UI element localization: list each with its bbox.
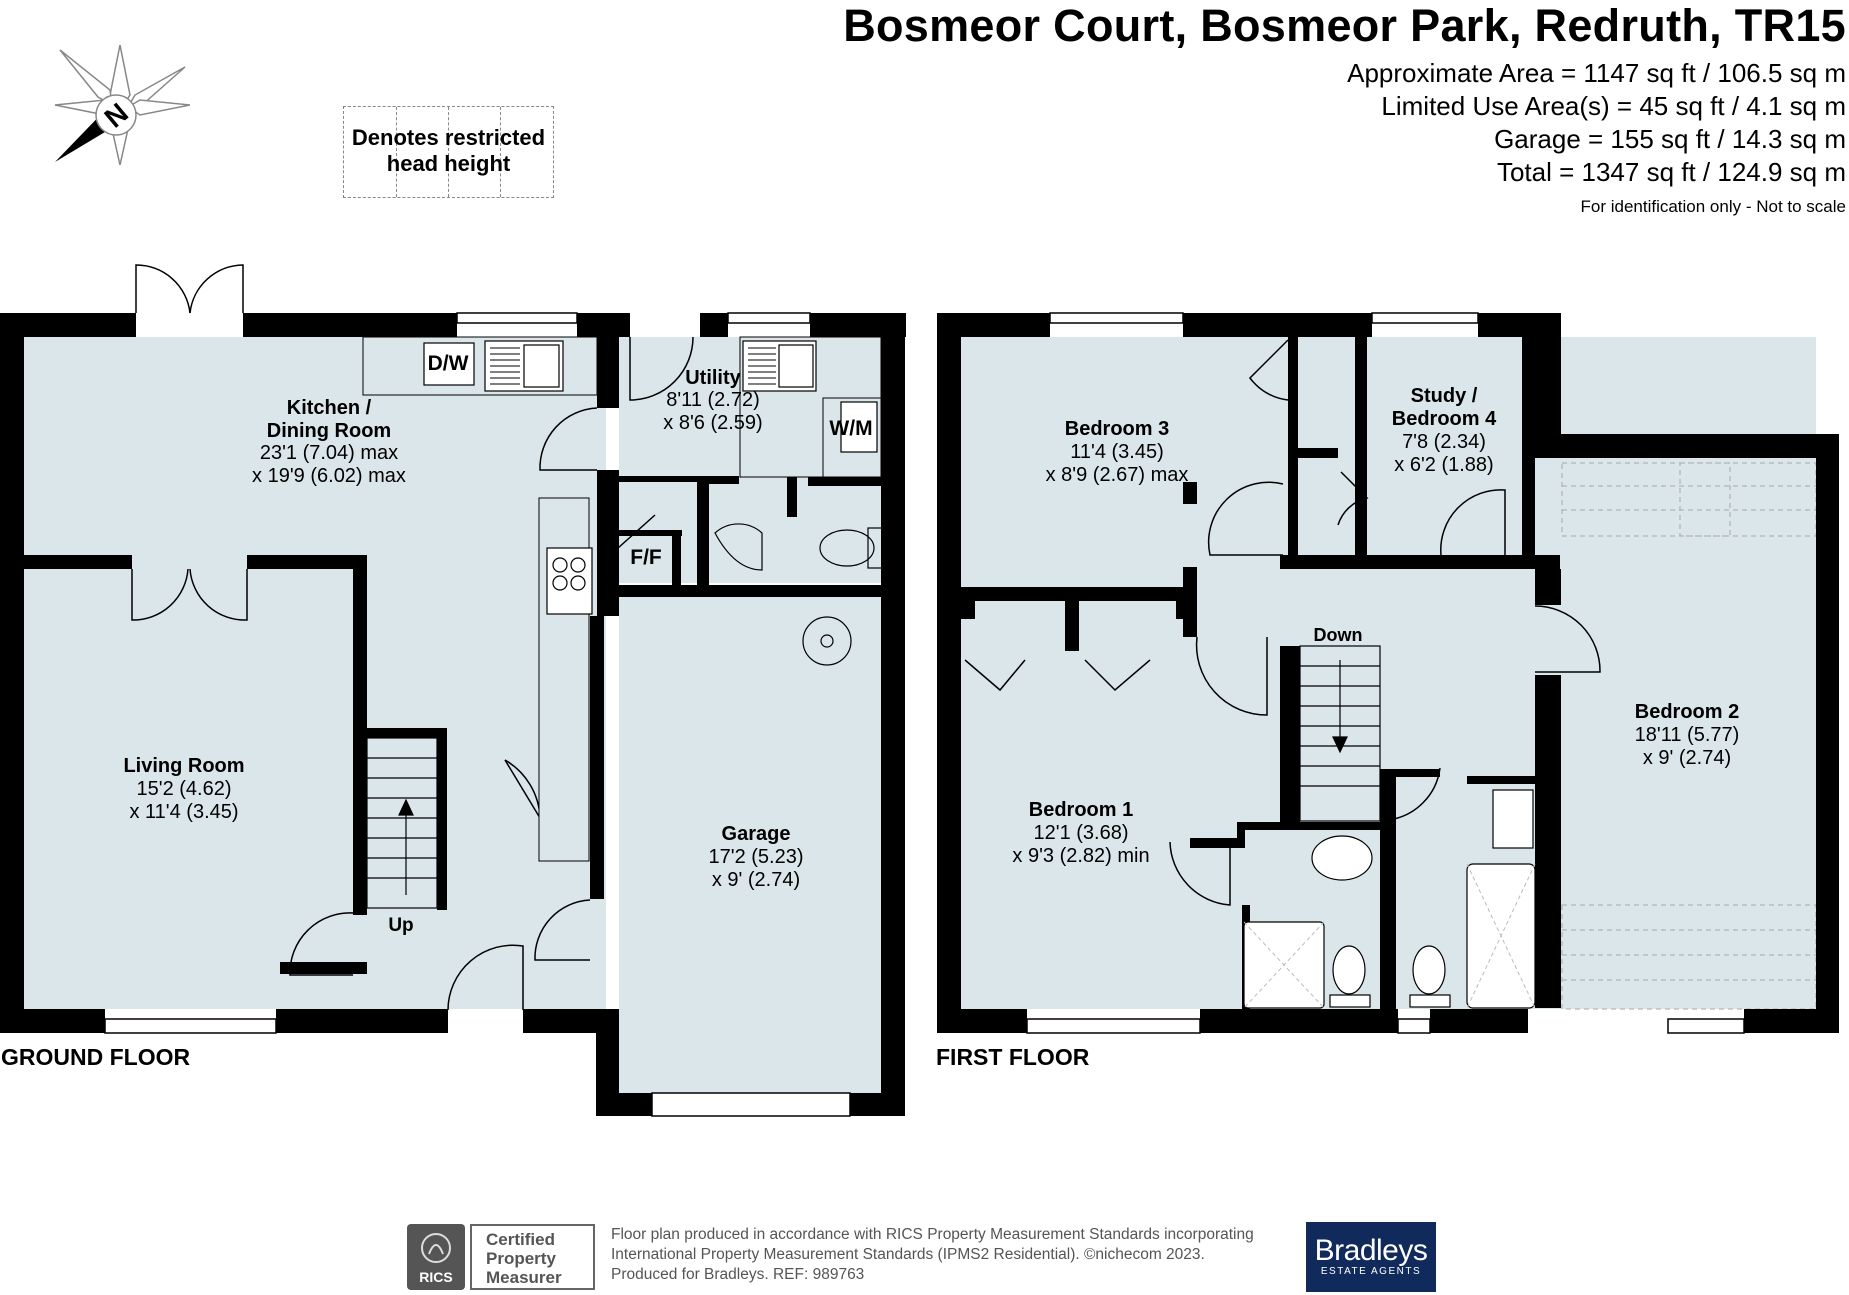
total-area: Total = 1347 sq ft / 124.9 sq m xyxy=(1496,157,1846,187)
study-dim-1: 7'8 (2.34) xyxy=(1402,431,1486,453)
living-room-name: Living Room xyxy=(123,755,244,777)
study-dim-2: x 6'2 (1.88) xyxy=(1394,454,1493,476)
garage-area: Garage = 155 sq ft / 14.3 sq m xyxy=(1494,124,1846,154)
garage-dim-2: x 9' (2.74) xyxy=(712,869,800,891)
ground-floor-label: GROUND FLOOR xyxy=(1,1044,191,1070)
first-floor-plan: Down Bedroom 3 11'4 (3.45) x 8'9 (2.67) … xyxy=(937,312,1839,1034)
cert-line-1: Certified xyxy=(486,1230,555,1249)
bedroom-3-name: Bedroom 3 xyxy=(1065,418,1169,440)
study-name-1: Study / xyxy=(1411,385,1478,407)
legend-line-2: head height xyxy=(386,151,511,176)
utility-dim-2: x 8'6 (2.59) xyxy=(663,412,762,434)
bradleys-logo: Bradleys ESTATE AGENTS xyxy=(1306,1222,1436,1292)
stairs-down-label: Down xyxy=(1314,625,1363,645)
restricted-height-legend: Denotes restricted head height xyxy=(343,106,554,198)
kitchen-name-2: Dining Room xyxy=(267,420,391,442)
limited-use-area: Limited Use Area(s) = 45 sq ft / 4.1 sq … xyxy=(1381,91,1846,121)
brand-name: Bradleys xyxy=(1314,1234,1428,1267)
disclaimer: For identification only - Not to scale xyxy=(1580,197,1846,216)
bedroom-1-dim-1: 12'1 (3.68) xyxy=(1034,822,1129,844)
bedroom-1-name: Bedroom 1 xyxy=(1029,799,1133,821)
stairs-up-label: Up xyxy=(388,915,413,936)
approximate-area: Approximate Area = 1147 sq ft / 106.5 sq… xyxy=(1347,58,1846,88)
footer-line-1: Floor plan produced in accordance with R… xyxy=(611,1226,1254,1243)
rics-logo: RICS xyxy=(407,1224,465,1290)
dishwasher-label: D/W xyxy=(428,352,469,375)
bedroom-2-dim-2: x 9' (2.74) xyxy=(1643,747,1731,769)
utility-dim-1: 8'11 (2.72) xyxy=(666,389,760,411)
bedroom-3-dim-1: 11'4 (3.45) xyxy=(1070,441,1164,463)
footer-line-2: International Property Measurement Stand… xyxy=(611,1246,1205,1263)
bedroom-1-dim-2: x 9'3 (2.82) min xyxy=(1012,845,1149,867)
ground-floor-plan: D/W W/M F/F Up Kitchen / Dining Room 23'… xyxy=(0,264,906,1117)
garage-dim-1: 17'2 (5.23) xyxy=(709,846,804,868)
fridge-freezer-label: F/F xyxy=(630,546,662,569)
brand-sub: ESTATE AGENTS xyxy=(1320,1266,1422,1277)
study-name-2: Bedroom 4 xyxy=(1392,408,1497,430)
living-room-dim-2: x 11'4 (3.45) xyxy=(129,801,238,823)
rics-abbr: RICS xyxy=(419,1269,452,1285)
footer-statement: Floor plan produced in accordance with R… xyxy=(611,1225,1254,1285)
garage-name: Garage xyxy=(722,823,791,845)
property-address: Bosmeor Court, Bosmeor Park, Redruth, TR… xyxy=(843,0,1846,51)
utility-name: Utility xyxy=(685,367,741,389)
legend-line-1: Denotes restricted xyxy=(351,125,546,150)
cert-line-3: Measurer xyxy=(486,1268,562,1287)
bedroom-2-name: Bedroom 2 xyxy=(1635,701,1739,723)
kitchen-name-1: Kitchen / xyxy=(287,397,372,419)
kitchen-dim-1: 23'1 (7.04) max xyxy=(260,442,398,464)
living-room-dim-1: 15'2 (4.62) xyxy=(137,778,232,800)
kitchen-dim-2: x 19'9 (6.02) max xyxy=(252,465,406,487)
bedroom-3-dim-2: x 8'9 (2.67) max xyxy=(1046,464,1189,486)
first-floor-label: FIRST FLOOR xyxy=(936,1044,1090,1070)
compass-icon: N xyxy=(54,45,190,165)
footer-line-3: Produced for Bradleys. REF: 989763 xyxy=(611,1266,865,1283)
rics-certified-badge: Certified Property Measurer xyxy=(470,1224,595,1290)
washing-machine-label: W/M xyxy=(829,417,872,440)
cert-line-2: Property xyxy=(486,1249,556,1268)
bedroom-2-dim-1: 18'11 (5.77) xyxy=(1635,724,1740,746)
